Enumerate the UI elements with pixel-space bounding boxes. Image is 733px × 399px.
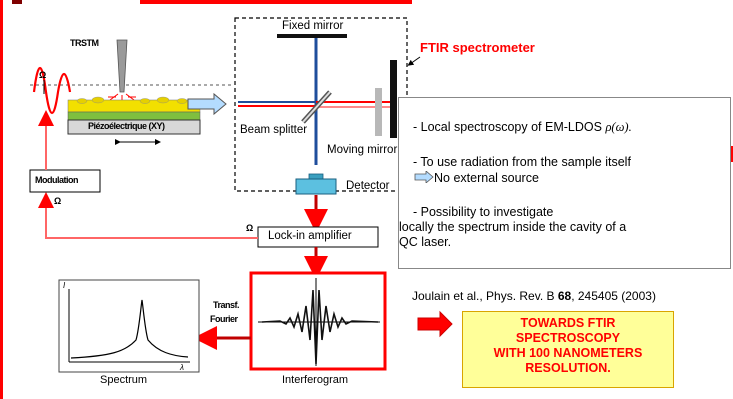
info-line-2: - To use radiation from the sample itsel… (413, 155, 631, 169)
towards-arrow (417, 310, 453, 338)
axis-x-label: λ (180, 363, 184, 372)
info-textbox: - Local spectroscopy of EM-LDOS ρ(ω). - … (398, 97, 731, 269)
piezo-label: Piézoélectrique (XY) (88, 121, 165, 131)
beam-splitter-edge (302, 91, 331, 123)
piezo-stage (67, 119, 201, 135)
moving-mirror-ghost (375, 88, 382, 136)
omega-lock-label: Ω (246, 223, 253, 233)
probe-tip (116, 39, 128, 93)
conclusion-box: TOWARDS FTIR SPECTROSCOPY WITH 100 NANOM… (462, 311, 674, 388)
lockin-label: Lock-in amplifier (268, 230, 352, 242)
sample-bumps (76, 96, 188, 104)
ldos-math: ρ(ω). (605, 120, 632, 134)
modulation-label: Modulation (35, 175, 79, 185)
sample-layer-green (67, 111, 201, 121)
transf-label-1: Transf. (213, 300, 240, 310)
fixed-mirror-label: Fixed mirror (282, 20, 344, 32)
info-line-6: QC laser. (399, 235, 452, 249)
ref-post: , 245405 (2003) (571, 289, 656, 303)
detector-label: Detector (346, 180, 390, 192)
omega-top-label: Ω (39, 70, 46, 80)
modulation-box (29, 169, 101, 193)
conclusion-line-2: SPECTROSCOPY (515, 331, 621, 345)
left-red-border (0, 0, 3, 399)
axis-i-label: I (63, 281, 66, 290)
ref-pre: Joulain et al., Phys. Rev. B (412, 289, 558, 303)
emission-sparks (108, 93, 136, 103)
ftir-label-arrow (407, 56, 421, 66)
conclusion-line-1: TOWARDS FTIR (520, 316, 616, 330)
ftir-label: FTIR spectrometer (420, 40, 535, 55)
info-line-5: locally the spectrum inside the cavity o… (399, 220, 627, 234)
reference-citation: Joulain et al., Phys. Rev. B 68, 245405 … (412, 289, 656, 303)
omega-mid-label: Ω (54, 196, 61, 206)
sample-to-ftir-arrow (187, 92, 227, 116)
conclusion-line-3: WITH 100 NANOMETERS (493, 346, 643, 360)
moving-mirror-label: Moving mirror (327, 144, 398, 156)
info-line-3: No external source (413, 170, 730, 186)
lockin-reference-loop (38, 192, 258, 239)
info-line-4: - Possibility to investigate (413, 205, 554, 219)
interferogram-trace (261, 289, 379, 365)
fixed-mirror (277, 34, 347, 38)
info-line-3-text: No external source (434, 171, 539, 185)
interferogram-caption: Interferogram (282, 374, 349, 386)
tip-label: TRSTM (70, 38, 99, 48)
corner-mark (12, 0, 22, 4)
detector-body (295, 178, 337, 195)
spectrum-box (58, 279, 200, 373)
ref-volume: 68 (557, 289, 572, 303)
info-line-1: - Local spectroscopy of EM-LDOS ρ(ω). (413, 120, 730, 135)
conclusion-line-4: RESOLUTION. (525, 361, 611, 375)
arrow-right-icon (414, 170, 434, 184)
spectrum-caption: Spectrum (100, 374, 148, 386)
moving-mirror (390, 60, 397, 138)
spectrum-trace (70, 299, 189, 359)
title-bar-remnant (140, 0, 412, 4)
beam-splitter-label: Beam splitter (240, 124, 308, 136)
info-line-1-text: - Local spectroscopy of EM-LDOS (413, 120, 606, 134)
transf-label-2: Fourier (210, 314, 238, 324)
